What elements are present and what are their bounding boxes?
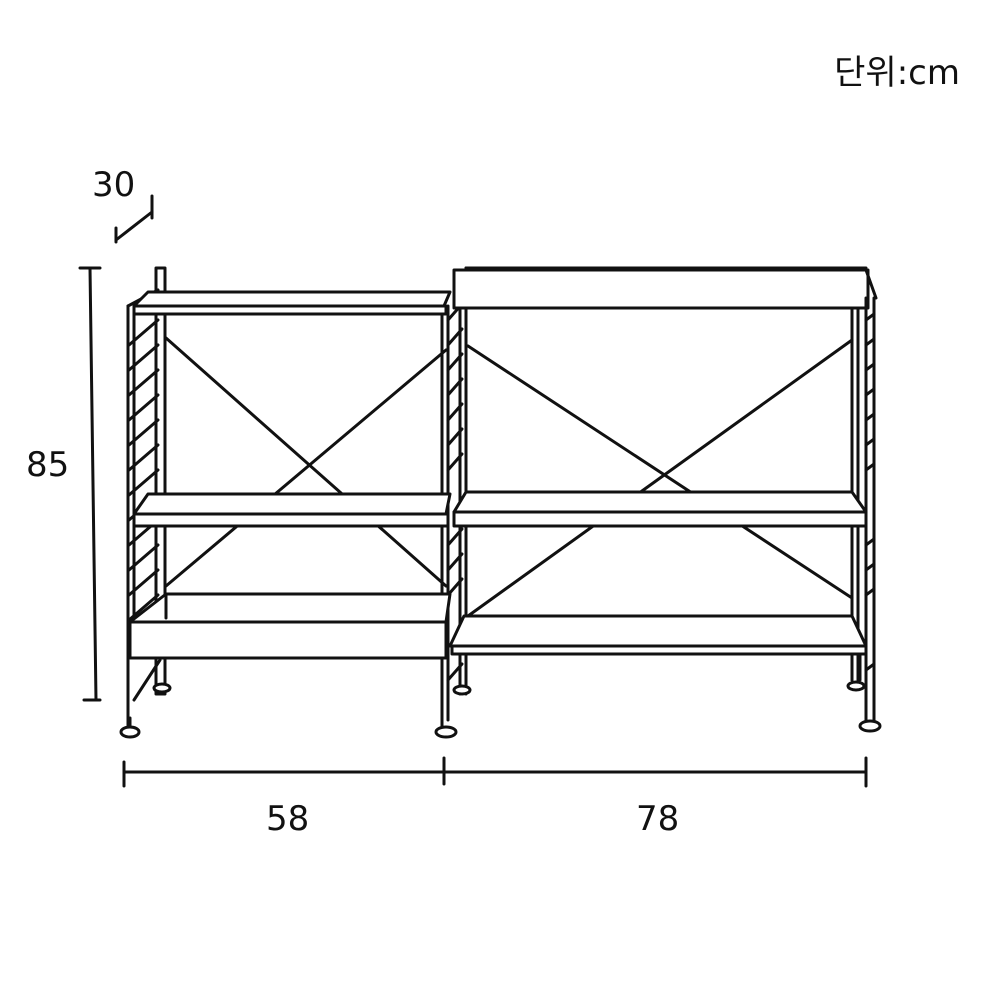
- left-shelf-unit: [119, 266, 472, 739]
- depth-dimension-label: 30: [92, 165, 136, 205]
- width-dimension-line: [122, 756, 868, 788]
- right-width-dimension-label: 78: [636, 799, 680, 839]
- left-width-dimension-label: 58: [266, 799, 310, 839]
- unit-label: 단위:cm: [834, 53, 960, 93]
- height-dimension-line: [78, 266, 102, 702]
- height-dimension-label: 85: [26, 445, 70, 485]
- right-shelf-unit: [448, 266, 882, 733]
- depth-dimension-marker: [114, 194, 154, 244]
